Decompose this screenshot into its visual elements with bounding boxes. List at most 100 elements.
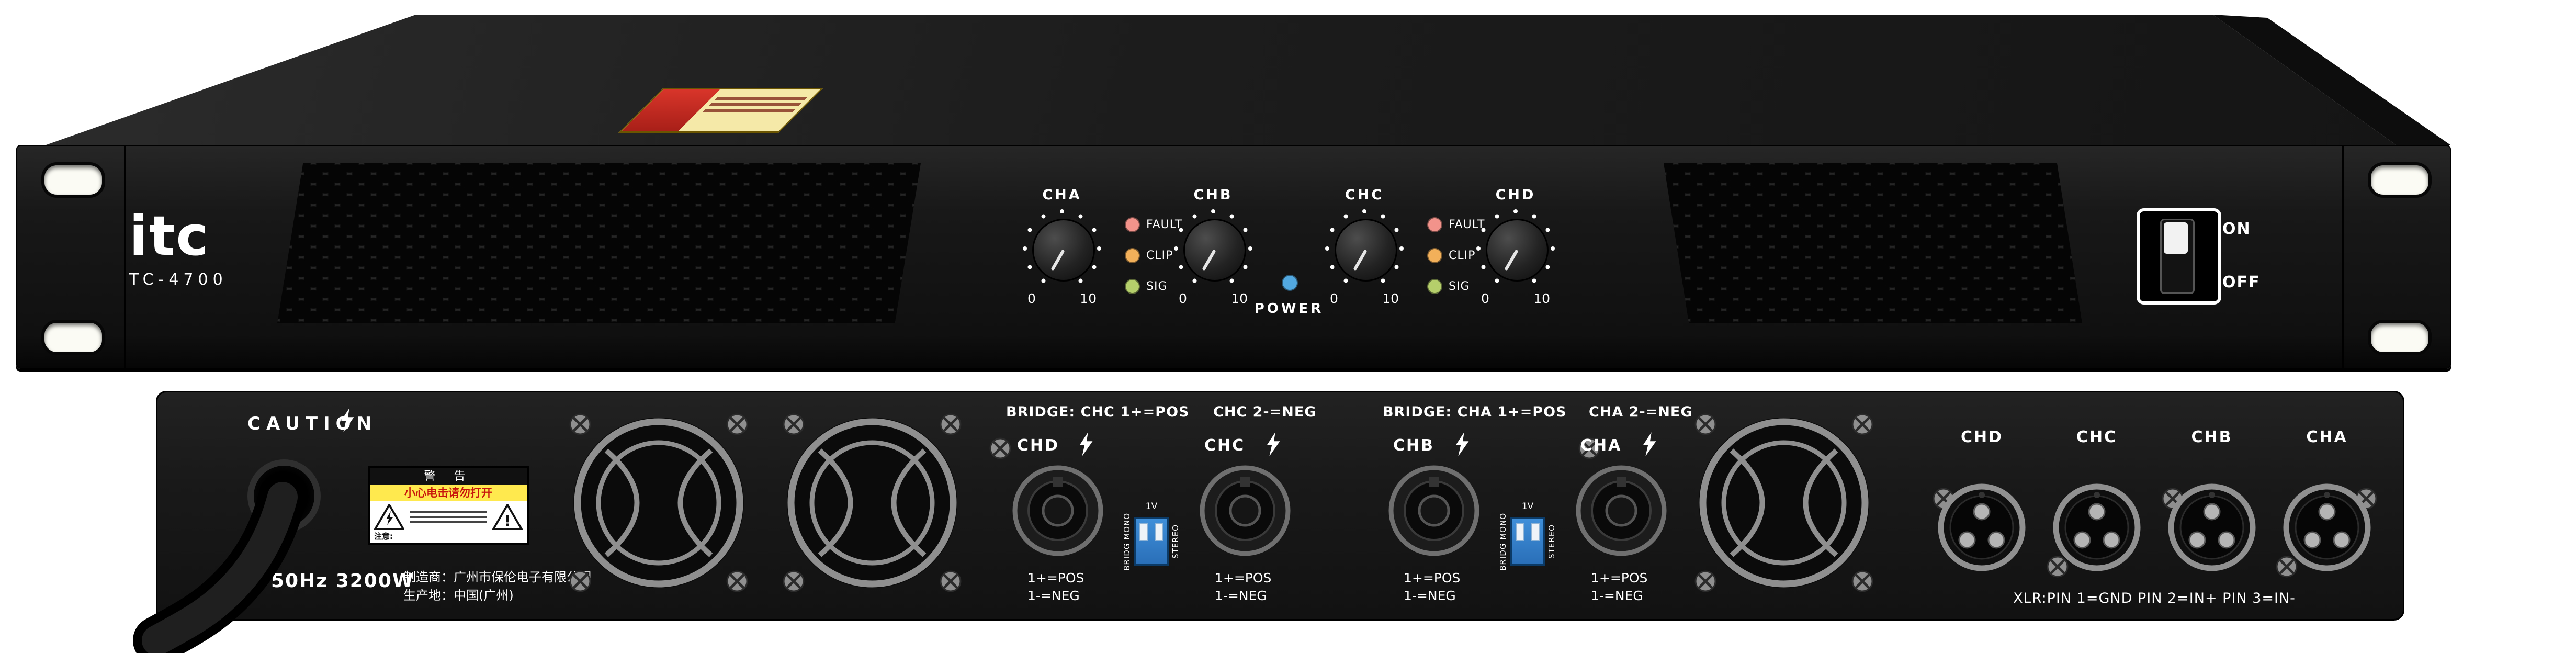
clip-led — [1427, 247, 1442, 263]
switch-on-label: ON — [2222, 220, 2251, 238]
screw-icon — [1851, 413, 1874, 436]
screw-icon — [939, 570, 962, 593]
warning-fine-print — [410, 508, 487, 526]
mode-dip-unit-1: 1V BRIDG MONO STEREO — [1102, 501, 1201, 571]
warning-exclamation-triangle-icon: ! — [492, 504, 523, 530]
gain-knob-chd[interactable] — [1476, 209, 1555, 288]
gain-knob-cha[interactable] — [1023, 209, 1101, 288]
scale-min: 0 — [1179, 291, 1187, 306]
cooling-fan-grille — [1699, 418, 1869, 588]
cooling-fan-grille — [787, 418, 957, 588]
screw-icon — [782, 570, 805, 593]
xlr-input-chd[interactable] — [1938, 483, 2026, 571]
mode-dip-switch[interactable] — [1134, 517, 1169, 566]
hazard-bolt-icon — [1643, 432, 1656, 456]
gain-knob-chb[interactable] — [1174, 209, 1252, 288]
clip-led — [1125, 247, 1140, 263]
hazard-bolt-icon — [1267, 432, 1280, 456]
led-column-ab: FAULT CLIP SIG — [1125, 214, 1214, 307]
sig-led — [1125, 278, 1140, 294]
rack-ear-seam-right — [2342, 146, 2344, 368]
caution-label: CAUTION — [247, 413, 378, 434]
knob-scale: 0 10 — [1027, 291, 1097, 306]
channel-label: CHA — [1042, 187, 1082, 203]
knob-body — [1183, 219, 1246, 282]
mode-dip-switch[interactable] — [1510, 517, 1545, 566]
screw-icon — [1694, 413, 1717, 436]
switch-off-label: OFF — [2222, 273, 2261, 291]
model-number: TC-4700 — [129, 271, 228, 289]
dip-lever[interactable] — [1516, 523, 1524, 542]
hazard-bolt-icon — [1079, 432, 1093, 456]
vent-grille-left — [277, 163, 921, 323]
knob-body — [1335, 219, 1397, 282]
manufacturer-line-1: 制造商：广州市保伦电子有限公司 — [403, 570, 592, 584]
manufacturer-line-2: 生产地：中国(广州) — [403, 588, 514, 603]
scale-max: 10 — [1533, 291, 1550, 306]
xlr-label-cha: CHA — [2306, 428, 2348, 446]
screw-icon — [569, 413, 592, 436]
warning-title: 警 告 — [370, 468, 527, 485]
dip-lever[interactable] — [1531, 523, 1540, 542]
manufacturer-info: 制造商：广州市保伦电子有限公司 生产地：中国(广州) — [403, 568, 592, 605]
screw-icon — [989, 437, 1012, 460]
rack-mount-hole — [2368, 320, 2432, 355]
knob-pointer — [1050, 249, 1065, 271]
warning-label: 警 告 小心电击请勿打开 ! 注意: — [368, 466, 529, 545]
dip-lever[interactable] — [1155, 523, 1163, 542]
fault-label: FAULT — [1449, 218, 1485, 231]
speakon-label-chb: CHB — [1393, 436, 1434, 455]
xlr-input-chb[interactable] — [2168, 483, 2256, 571]
scale-max: 10 — [1231, 291, 1248, 306]
dip-lever[interactable] — [1139, 523, 1148, 542]
xlr-label-chb: CHB — [2191, 428, 2233, 446]
dip-stereo-label: STEREO — [1547, 524, 1556, 559]
screw-icon — [782, 413, 805, 436]
dip-top-label: 1V — [1145, 501, 1158, 512]
xlr-input-chc[interactable] — [2053, 483, 2141, 571]
gain-knob-chc[interactable] — [1325, 209, 1404, 288]
screw-icon — [939, 413, 962, 436]
speakon-connector-chb[interactable] — [1388, 465, 1480, 557]
sig-label: SIG — [1449, 279, 1470, 293]
dip-mode-label: BRIDG MONO — [1498, 513, 1508, 571]
fault-led — [1427, 217, 1442, 232]
speakon-connector-cha[interactable] — [1575, 465, 1667, 557]
chassis-top-surface — [46, 15, 2396, 145]
screw-icon — [569, 570, 592, 593]
power-label: POWER — [1254, 301, 1324, 317]
knob-body — [1032, 219, 1095, 282]
cooling-fan-grille — [573, 418, 744, 588]
dip-stereo-label: STEREO — [1171, 524, 1180, 559]
warning-bolt-triangle-icon — [374, 504, 404, 530]
dip-top-label: 1V — [1521, 501, 1534, 512]
front-panel: itc TC-4700 CHA 0 10 CHB — [16, 145, 2451, 369]
vent-grille-right — [1664, 163, 2082, 323]
rack-mount-hole — [41, 320, 105, 355]
knob-scale: 0 10 — [1330, 291, 1399, 306]
rack-mount-hole — [41, 162, 105, 198]
speakon-connector-chc[interactable] — [1199, 465, 1291, 557]
screw-icon — [1578, 437, 1601, 460]
xlr-input-cha[interactable] — [2283, 483, 2371, 571]
xlr-label-chd: CHD — [1961, 428, 2004, 446]
screw-icon — [726, 413, 749, 436]
svg-text:!: ! — [504, 512, 511, 530]
warning-note: 注意: — [374, 532, 393, 541]
channel-label: CHD — [1495, 187, 1536, 203]
power-switch-box — [2137, 208, 2221, 305]
screw-icon — [2275, 555, 2298, 578]
bridge-note-left-b: CHC 2-=NEG — [1213, 404, 1317, 420]
speakon-connector-chd[interactable] — [1012, 465, 1104, 557]
channel-label: CHB — [1193, 187, 1233, 203]
power-rocker-switch[interactable] — [2160, 219, 2195, 294]
rocker-face — [2164, 222, 2188, 254]
channel-c-control: CHC 0 10 — [1323, 187, 1406, 306]
bridge-note-left-a: BRIDGE: CHC 1+=POS — [1006, 404, 1190, 420]
clip-label: CLIP — [1146, 249, 1173, 262]
